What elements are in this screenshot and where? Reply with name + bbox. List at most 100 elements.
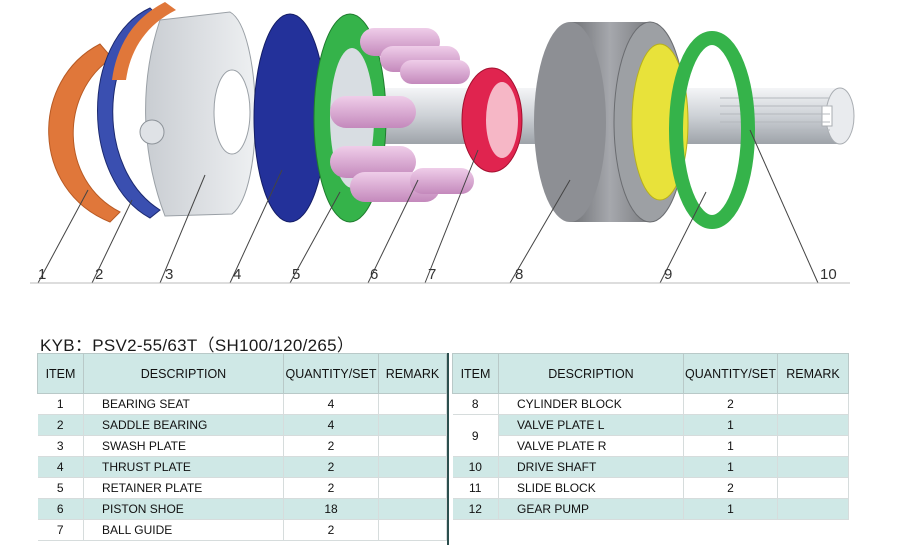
swash-plate-bore — [213, 69, 251, 155]
row-remark — [378, 393, 447, 415]
row-description: SADDLE BEARING — [83, 414, 284, 436]
swash-plate — [145, 11, 256, 217]
row-description: THRUST PLATE — [83, 456, 284, 478]
row-remark — [777, 435, 849, 457]
row-item: 7 — [37, 519, 84, 541]
callout-3: 3 — [165, 266, 173, 283]
row-quantity: 2 — [283, 456, 379, 478]
row-quantity: 1 — [683, 435, 778, 457]
row-description: SWASH PLATE — [83, 435, 284, 457]
callout-4: 4 — [233, 266, 241, 283]
table-header: ITEM DESCRIPTION QUANTITY/SET REMARK — [37, 353, 447, 394]
row-item: 5 — [37, 477, 84, 499]
callout-10: 10 — [820, 266, 837, 283]
table-divider — [447, 353, 449, 545]
row-remark — [378, 498, 447, 520]
row-quantity: 1 — [683, 456, 778, 478]
shaft-splines — [720, 97, 830, 131]
row-remark — [378, 456, 447, 478]
swash-plate-pin — [139, 119, 165, 145]
row-description: DRIVE SHAFT — [498, 456, 684, 478]
row-quantity: 2 — [683, 477, 778, 499]
row-item: 11 — [452, 477, 499, 499]
model-title: KYB：PSV2-55/63T（SH100/120/265） — [40, 336, 355, 355]
row-item: 12 — [452, 498, 499, 520]
row-quantity: 1 — [683, 414, 778, 436]
header-quantity: QUANTITY/SET — [683, 353, 778, 394]
row-quantity: 4 — [283, 414, 379, 436]
row-quantity: 18 — [283, 498, 379, 520]
row-item: 2 — [37, 414, 84, 436]
row-description: PISTON SHOE — [83, 498, 284, 520]
callout-7: 7 — [428, 266, 436, 283]
callout-8: 8 — [515, 266, 523, 283]
row-remark — [777, 498, 849, 520]
callout-9: 9 — [664, 266, 672, 283]
row-remark — [777, 456, 849, 478]
row-quantity: 2 — [283, 519, 379, 541]
row-description: BEARING SEAT — [83, 393, 284, 415]
saddle-bearing-back — [112, 2, 176, 80]
piston-shoes — [330, 28, 474, 202]
header-item: ITEM — [452, 353, 499, 394]
row-description: VALVE PLATE L — [498, 414, 684, 436]
row-item: 9 — [452, 414, 499, 457]
exploded-pump-diagram: 1 2 3 4 5 6 7 8 9 10 — [30, 2, 855, 284]
header-item: ITEM — [37, 353, 84, 394]
table-header: ITEM DESCRIPTION QUANTITY/SET REMARK — [452, 353, 849, 394]
row-remark — [378, 435, 447, 457]
row-description: VALVE PLATE R — [498, 435, 684, 457]
row-remark — [378, 519, 447, 541]
header-remark: REMARK — [776, 353, 849, 394]
row-description: CYLINDER BLOCK — [498, 393, 684, 415]
row-quantity: 2 — [283, 435, 379, 457]
header-description: DESCRIPTION — [498, 353, 684, 394]
row-quantity: 4 — [283, 393, 379, 415]
callout-1: 1 — [38, 266, 46, 283]
callout-6: 6 — [370, 266, 378, 283]
header-description: DESCRIPTION — [83, 353, 284, 394]
row-remark — [777, 477, 849, 499]
row-remark — [378, 477, 447, 499]
cylinder-block-back — [534, 22, 606, 222]
bearing-seat — [48, 43, 121, 223]
row-item: 6 — [37, 498, 84, 520]
row-item: 8 — [452, 393, 499, 415]
row-remark — [777, 393, 849, 415]
header-remark: REMARK — [378, 353, 447, 394]
row-quantity: 2 — [683, 393, 778, 415]
leader-lines — [30, 129, 850, 284]
row-description: RETAINER PLATE — [83, 477, 284, 499]
row-remark — [378, 414, 447, 436]
callout-5: 5 — [292, 266, 300, 283]
row-item: 10 — [452, 456, 499, 478]
row-description: GEAR PUMP — [498, 498, 684, 520]
callout-2: 2 — [95, 266, 103, 283]
row-quantity: 2 — [283, 477, 379, 499]
row-remark — [777, 414, 849, 436]
row-quantity: 1 — [683, 498, 778, 520]
shaft-key — [821, 105, 833, 127]
row-item: 3 — [37, 435, 84, 457]
row-description: BALL GUIDE — [83, 519, 284, 541]
row-description: SLIDE BLOCK — [498, 477, 684, 499]
row-item: 1 — [37, 393, 84, 415]
valve-plate-ring — [669, 31, 755, 229]
header-quantity: QUANTITY/SET — [283, 353, 379, 394]
row-item: 4 — [37, 456, 84, 478]
